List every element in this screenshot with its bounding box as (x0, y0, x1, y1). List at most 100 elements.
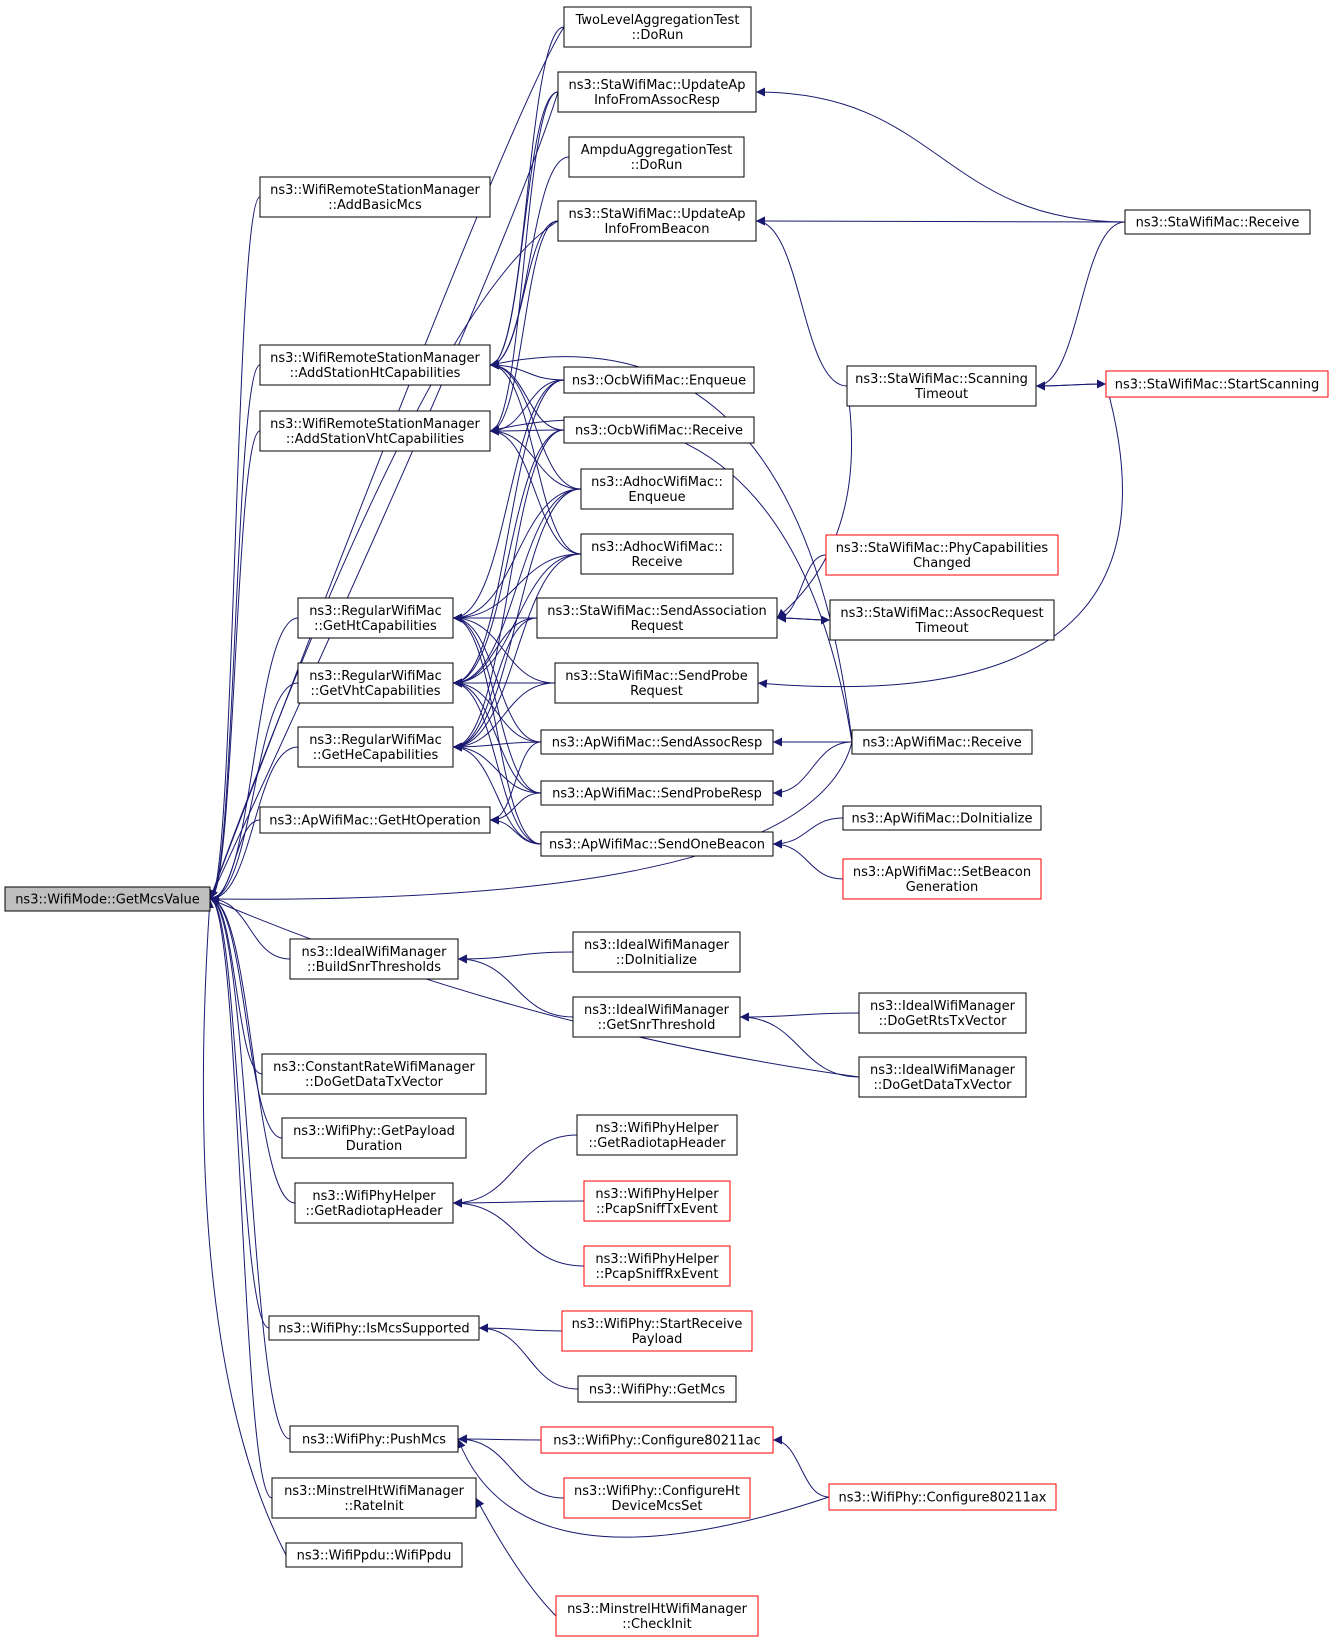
call-edge-isMcs-to-root (209, 894, 270, 1329)
node-box (572, 931, 741, 973)
node-label: ::AddStationHtCapabilities (290, 366, 461, 381)
function-node-ocbRecv[interactable]: ns3::OcbWifiMac::Receive (563, 416, 755, 444)
node-label: ns3::ApWifiMac::GetHtOperation (269, 814, 480, 829)
node-box (858, 1056, 1027, 1098)
call-edge-adhocEnq-to-addVht (489, 426, 582, 490)
function-node-adhocRecv[interactable]: ns3::AdhocWifiMac::Receive (580, 533, 734, 575)
call-edge-conf11ac-to-pushMcs (457, 1434, 542, 1444)
node-box (271, 1477, 477, 1519)
node-label: ns3::OcbWifiMac::Enqueue (572, 374, 746, 389)
function-node-checkInit[interactable]: ns3::MinstrelHtWifiManager::CheckInit (555, 1595, 759, 1637)
node-layer: ns3::WifiMode::GetMcsValue ns3::WifiRemot… (4, 6, 1329, 1637)
function-node-getHeCap[interactable]: ns3::RegularWifiMac::GetHeCapabilities (297, 726, 454, 768)
function-node-apInit[interactable]: ns3::ApWifiMac::DoInitialize (842, 805, 1042, 831)
function-node-root[interactable]: ns3::WifiMode::GetMcsValue (4, 886, 211, 912)
node-label: ns3::IdealWifiManager (584, 1003, 730, 1018)
node-box (563, 6, 752, 48)
call-edge-checkInit-to-rateInit (475, 1497, 557, 1617)
node-label: ::GetSnrThreshold (598, 1018, 716, 1033)
node-box (583, 1245, 731, 1287)
function-node-getMcs[interactable]: ns3::WifiPhy::GetMcs (577, 1375, 737, 1403)
function-node-getHtCap[interactable]: ns3::RegularWifiMac::GetHtCapabilities (297, 597, 454, 639)
node-box (846, 365, 1037, 407)
function-node-getSnr[interactable]: ns3::IdealWifiManager::GetSnrThreshold (572, 996, 741, 1038)
call-edge-sendAssocResp-to-getHtCap (452, 613, 542, 743)
call-edge-idealRts-to-getSnr (739, 1012, 860, 1022)
function-node-radiotap[interactable]: ns3::WifiPhyHelper::GetRadiotapHeader (294, 1182, 454, 1224)
call-edge-idealInit-to-buildSnr (457, 951, 574, 964)
function-node-ocbEnq[interactable]: ns3::OcbWifiMac::Enqueue (563, 366, 755, 394)
function-node-adhocEnq[interactable]: ns3::AdhocWifiMac::Enqueue (580, 468, 734, 510)
node-label: ns3::IdealWifiManager (301, 945, 447, 960)
function-node-conf11ax[interactable]: ns3::WifiPhy::Configure80211ax (828, 1483, 1057, 1511)
function-node-pushMcs[interactable]: ns3::WifiPhy::PushMcs (289, 1425, 459, 1453)
call-edge-ocbEnq-to-addVht (489, 379, 565, 436)
call-edge-getSnr-to-buildSnr (457, 954, 574, 1018)
node-label: Changed (913, 556, 971, 571)
call-edge-sendAssocReq-to-getHeCap (452, 617, 538, 752)
function-node-sendProbeResp[interactable]: ns3::ApWifiMac::SendProbeResp (540, 780, 774, 806)
function-node-sendAssocResp[interactable]: ns3::ApWifiMac::SendAssocResp (540, 729, 774, 755)
function-node-sendBeacon[interactable]: ns3::ApWifiMac::SendOneBeacon (540, 831, 774, 857)
function-node-ampdu[interactable]: AmpduAggregationTest::DoRun (568, 136, 745, 178)
node-label: ns3::WifiPhyHelper (595, 1252, 719, 1267)
function-node-idealInit[interactable]: ns3::IdealWifiManager::DoInitialize (572, 931, 741, 973)
function-node-radiotap2[interactable]: ns3::WifiPhyHelper::GetRadiotapHeader (576, 1114, 738, 1156)
function-node-addBasic[interactable]: ns3::WifiRemoteStationManager::AddBasicM… (259, 176, 491, 218)
function-node-ppdu[interactable]: ns3::WifiPpdu::WifiPpdu (285, 1542, 463, 1568)
call-edge-sendProbeReq-to-getHtCap (452, 613, 556, 684)
function-node-pcapRx[interactable]: ns3::WifiPhyHelper::PcapSniffRxEvent (583, 1245, 731, 1287)
call-edge-updAssoc-to-addVht (489, 91, 559, 436)
call-edge-getHtCap-to-root (209, 617, 299, 904)
call-edge-idealData-to-getSnr (739, 1012, 860, 1078)
node-box (259, 410, 491, 452)
function-node-twoLevel[interactable]: TwoLevelAggregationTest::DoRun (563, 6, 752, 48)
node-label: ns3::WifiRemoteStationManager (270, 351, 480, 366)
function-node-constRate[interactable]: ns3::ConstantRateWifiManager::DoGetDataT… (261, 1053, 487, 1095)
function-node-staRecv[interactable]: ns3::StaWifiMac::Receive (1124, 209, 1311, 235)
function-node-pcapTx[interactable]: ns3::WifiPhyHelper::PcapSniffTxEvent (583, 1180, 731, 1222)
call-edge-sendAssocResp-to-getVhtCap (452, 678, 542, 743)
function-node-conf11ac[interactable]: ns3::WifiPhy::Configure80211ac (540, 1426, 774, 1454)
node-label: ns3::AdhocWifiMac:: (591, 475, 723, 490)
function-node-isMcs[interactable]: ns3::WifiPhy::IsMcsSupported (268, 1315, 480, 1341)
node-box (842, 858, 1042, 900)
node-box (828, 1483, 1057, 1511)
function-node-apRecv[interactable]: ns3::ApWifiMac::Receive (851, 729, 1033, 755)
call-edge-startScan-to-sendProbeReq (757, 383, 1123, 689)
node-label: ::GetRadiotapHeader (305, 1204, 443, 1219)
function-node-idealRts[interactable]: ns3::IdealWifiManager::DoGetRtsTxVector (858, 992, 1027, 1034)
function-node-getHtOp[interactable]: ns3::ApWifiMac::GetHtOperation (259, 806, 491, 834)
call-edge-startRecv-to-isMcs (478, 1323, 563, 1333)
node-label: ns3::WifiPhy::StartReceive (572, 1317, 743, 1332)
node-label: Request (631, 619, 684, 634)
node-box (557, 200, 757, 242)
node-box (289, 938, 459, 980)
call-edge-staRecv-to-scanTimeout (1035, 221, 1126, 391)
function-node-updAssoc[interactable]: ns3::StaWifiMac::UpdateApInfoFromAssocRe… (557, 71, 757, 113)
node-label: ns3::ConstantRateWifiManager (273, 1060, 475, 1075)
call-edge-apInit-to-sendBeacon (772, 817, 844, 849)
function-node-rateInit[interactable]: ns3::MinstrelHtWifiManager::RateInit (271, 1477, 477, 1519)
call-edge-sendProbeResp-to-getVhtCap (452, 678, 542, 794)
function-node-idealData[interactable]: ns3::IdealWifiManager::DoGetDataTxVector (858, 1056, 1027, 1098)
function-node-addHt[interactable]: ns3::WifiRemoteStationManager::AddStatio… (259, 344, 491, 386)
call-edge-addBasic-to-root (209, 196, 261, 904)
node-label: Receive (632, 555, 683, 570)
function-node-startScan[interactable]: ns3::StaWifiMac::StartScanning (1105, 370, 1329, 398)
call-edge-sendAssocResp-to-getHtOp (489, 741, 542, 825)
function-node-getVhtCap[interactable]: ns3::RegularWifiMac::GetVhtCapabilities (297, 662, 454, 704)
function-node-buildSnr[interactable]: ns3::IdealWifiManager::BuildSnrThreshold… (289, 938, 459, 980)
function-node-addVht[interactable]: ns3::WifiRemoteStationManager::AddStatio… (259, 410, 491, 452)
node-label: ::BuildSnrThresholds (307, 960, 441, 975)
